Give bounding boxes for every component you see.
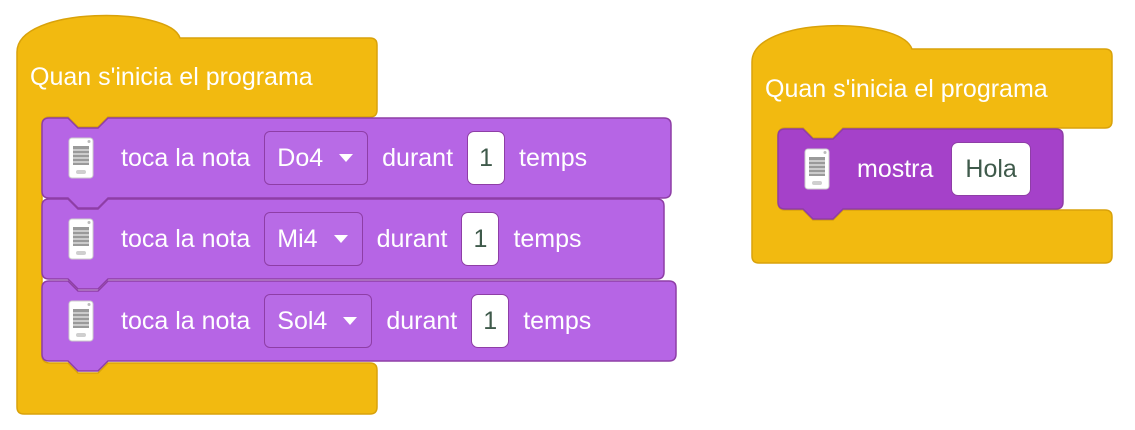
show-text-input[interactable]: Hola — [951, 142, 1031, 196]
dropdown-arrow-icon — [339, 154, 354, 162]
play-note-block-3: toca la nota Sol4 durant 1 temps — [42, 281, 591, 361]
show-text-block: mostra Hola — [778, 129, 1031, 209]
play-note-prefix: toca la nota — [121, 224, 251, 253]
play-note-block-3-shape[interactable] — [41, 280, 677, 372]
note-dropdown[interactable]: Do4 — [264, 131, 369, 185]
play-note-prefix: toca la nota — [121, 143, 251, 172]
play-note-block-1-shape[interactable] — [41, 117, 672, 209]
beats-input[interactable]: 1 — [471, 294, 510, 348]
dropdown-arrow-icon — [343, 317, 358, 325]
beats-unit-label: temps — [519, 143, 588, 172]
play-note-block-1: toca la nota Do4 durant 1 temps — [42, 118, 587, 198]
beats-input[interactable]: 1 — [461, 212, 500, 266]
note-value: Do4 — [277, 143, 324, 172]
duration-label: durant — [376, 224, 448, 253]
beats-input[interactable]: 1 — [467, 131, 506, 185]
play-note-block-2-shape[interactable] — [41, 198, 665, 290]
beats-unit-label: temps — [523, 306, 592, 335]
show-text-label: mostra — [857, 154, 934, 183]
microbit-board-icon — [68, 137, 94, 179]
note-dropdown[interactable]: Mi4 — [264, 212, 363, 266]
event-hat-label-1: Quan s'inicia el programa — [30, 63, 313, 91]
dropdown-arrow-icon — [333, 235, 348, 243]
microbit-board-icon — [68, 300, 94, 342]
microbit-board-icon — [68, 218, 94, 260]
play-note-prefix: toca la nota — [121, 306, 251, 335]
event-hat-label-2: Quan s'inicia el programa — [765, 75, 1048, 103]
microbit-board-icon — [804, 148, 830, 190]
duration-label: durant — [382, 143, 454, 172]
note-value: Sol4 — [277, 306, 328, 335]
note-value: Mi4 — [277, 224, 318, 253]
duration-label: durant — [386, 306, 458, 335]
play-note-block-2: toca la nota Mi4 durant 1 temps — [42, 199, 582, 279]
note-dropdown[interactable]: Sol4 — [264, 294, 373, 348]
beats-unit-label: temps — [513, 224, 582, 253]
